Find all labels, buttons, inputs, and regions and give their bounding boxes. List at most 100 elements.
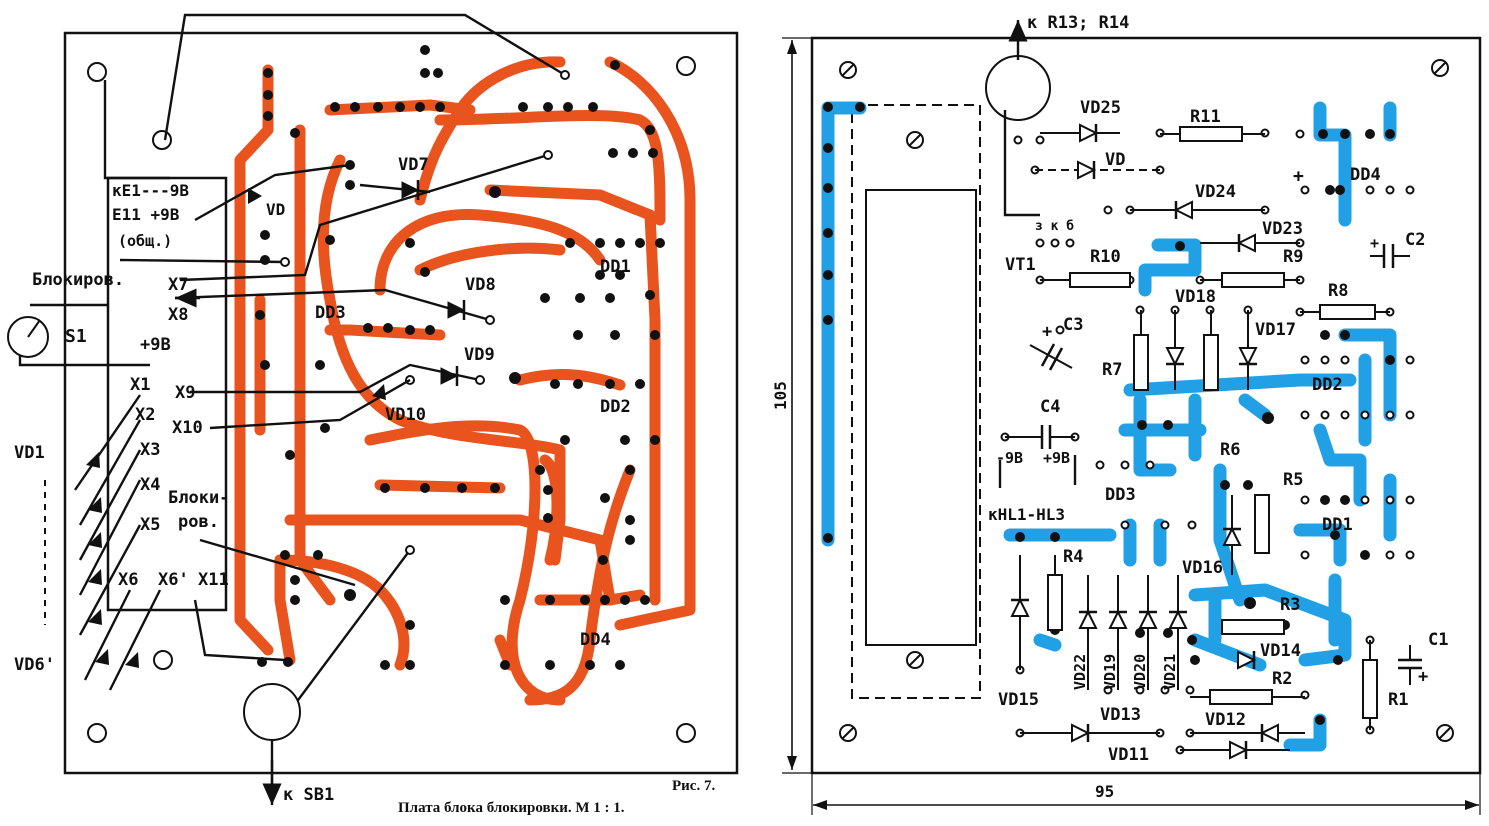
- label-x5: X5: [140, 515, 160, 535]
- label-r8: R8: [1328, 281, 1348, 301]
- label-r11: R11: [1190, 107, 1221, 127]
- label-plus-dd4: +: [1293, 166, 1304, 187]
- label-c2: C2: [1405, 230, 1425, 250]
- label-common: (общ.): [118, 232, 172, 250]
- label-blokir: Блокиров.: [32, 270, 124, 290]
- label-vd10: VD10: [385, 405, 426, 425]
- label-x10: X10: [172, 418, 203, 438]
- label-vd24: VD24: [1195, 182, 1236, 202]
- r4-body: [1047, 574, 1063, 631]
- label-x1: X1: [130, 375, 150, 395]
- label-c1: C1: [1428, 630, 1448, 650]
- label-vt1: VT1: [1005, 255, 1036, 275]
- label-vd22: VD22: [1071, 654, 1089, 690]
- label-s1: S1: [65, 326, 87, 347]
- label-vd6: VD6': [14, 655, 55, 675]
- label-c4: C4: [1040, 397, 1060, 417]
- label-x7: X7: [168, 275, 188, 295]
- label-r2: R2: [1272, 669, 1292, 689]
- label-r10: R10: [1090, 247, 1121, 267]
- right-board: 105 95: [771, 13, 1482, 815]
- label-vd13: VD13: [1100, 705, 1141, 725]
- r11-body: [1179, 126, 1243, 142]
- label-vd11: VD11: [1108, 745, 1149, 765]
- caption-figure: Рис. 7.: [672, 778, 715, 794]
- label-x2: X2: [135, 405, 155, 425]
- label-dd3: DD3: [315, 303, 346, 323]
- left-labels: кЕ1---9В Е11 +9В (общ.) Блокиров. S1 +9В…: [14, 155, 631, 805]
- label-vd7: VD7: [398, 155, 429, 175]
- label-vd21: VD21: [1161, 654, 1179, 690]
- label-x8: X8: [168, 305, 188, 325]
- label-c3-plus: +: [1042, 322, 1052, 342]
- label-r7: R7: [1102, 360, 1122, 380]
- mount-hole: [152, 130, 172, 150]
- label-vd18: VD18: [1175, 287, 1216, 307]
- r3-body: [1221, 619, 1285, 635]
- r6-body: [1203, 334, 1219, 391]
- label-x6: X6: [118, 570, 138, 590]
- label-vd19: VD19: [1101, 654, 1119, 690]
- label-sb1: к SB1: [283, 785, 334, 805]
- label-r4: R4: [1063, 547, 1083, 567]
- label-plus9-right: +9В: [1043, 449, 1070, 467]
- label-vd9: VD9: [464, 345, 495, 365]
- label-c2-plus: +: [1370, 234, 1379, 252]
- label-dd4-right: DD4: [1350, 165, 1381, 185]
- label-blokir2b: ров.: [178, 512, 219, 532]
- label-vd15: VD15: [998, 690, 1039, 710]
- r1-body: [1362, 659, 1378, 719]
- label-r3: R3: [1280, 595, 1300, 615]
- label-vd12: VD12: [1205, 710, 1246, 730]
- label-c3: C3: [1063, 315, 1083, 335]
- label-r1: R1: [1388, 690, 1408, 710]
- screws: [839, 59, 1454, 742]
- label-dd3-right: DD3: [1105, 485, 1136, 505]
- label-khl: кHL1-HL3: [988, 505, 1065, 524]
- pads: [255, 45, 665, 670]
- label-vd16: VD16: [1182, 558, 1223, 578]
- right-labels: к R13; R14 VD25 VD R11 DD4 + VD24 VD23 C…: [988, 13, 1448, 765]
- label-dd2-right: DD2: [1312, 375, 1343, 395]
- label-vd17: VD17: [1255, 320, 1296, 340]
- display-outline: [851, 104, 981, 699]
- label-x11: X11: [198, 570, 229, 590]
- label-vd23: VD23: [1262, 219, 1303, 239]
- label-c1-plus: +: [1418, 667, 1428, 687]
- vt1-outline: [985, 55, 1051, 121]
- label-vd-right: VD: [1105, 150, 1125, 170]
- label-zkb: з к б: [1035, 219, 1074, 234]
- label-e11: Е11 +9В: [112, 205, 180, 224]
- label-vd1: VD1: [14, 443, 45, 463]
- label-x9: X9: [175, 383, 195, 403]
- label-r9: R9: [1283, 247, 1303, 267]
- r8-body: [1319, 304, 1376, 320]
- label-vd: VD: [266, 200, 285, 219]
- label-r13: к R13; R14: [1027, 13, 1129, 33]
- r2-body: [1209, 689, 1273, 705]
- connector-block: [106, 176, 228, 612]
- right-components: [985, 19, 1422, 760]
- dim-width-label: 95: [1095, 782, 1114, 801]
- label-x3: X3: [140, 440, 160, 460]
- label-vd20: VD20: [1131, 654, 1149, 690]
- label-plus9: +9В: [140, 335, 171, 355]
- label-vd8: VD8: [465, 275, 496, 295]
- label-vd14: VD14: [1260, 641, 1301, 661]
- label-dd2: DD2: [600, 397, 631, 417]
- r9-body: [1221, 272, 1285, 288]
- label-dd1: DD1: [600, 257, 631, 277]
- mount-hole: [153, 650, 173, 670]
- mount-hole: [87, 723, 107, 743]
- label-x4: X4: [140, 475, 160, 495]
- caption-title: Плата блока блокировки. М 1 : 1.: [398, 800, 625, 816]
- r7-body: [1133, 334, 1149, 391]
- label-minus9: -9В: [996, 449, 1023, 467]
- label-x6-prime: X6': [158, 570, 189, 590]
- label-dd1-right: DD1: [1322, 515, 1353, 535]
- r5-body: [1254, 494, 1270, 554]
- label-r6: R6: [1220, 440, 1240, 460]
- label-r5: R5: [1283, 470, 1303, 490]
- mount-hole: [676, 56, 696, 76]
